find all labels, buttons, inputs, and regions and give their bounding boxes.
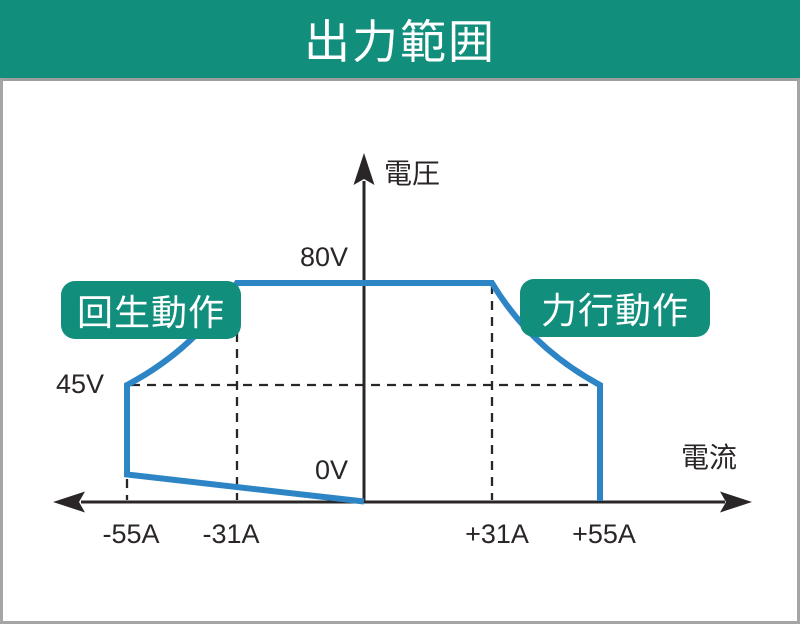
regenerative-operation-badge: 回生動作	[61, 281, 241, 339]
tick-label-minus55a: -55A	[102, 519, 160, 549]
tick-label-0v: 0V	[314, 455, 348, 485]
y-axis-arrowhead-icon	[353, 153, 375, 185]
powering-operation-badge: 力行動作	[520, 279, 710, 337]
powering-operation-label: 力行動作	[540, 290, 689, 331]
tick-label-45v: 45V	[56, 369, 105, 399]
tick-label-80v: 80V	[299, 242, 348, 272]
title-bar: 出力範囲	[0, 0, 800, 78]
regenerative-operation-label: 回生動作	[76, 292, 225, 333]
tick-label-plus55a: +55A	[572, 519, 636, 549]
x-axis-right-arrowhead-icon	[720, 491, 752, 513]
tick-label-minus31a: -31A	[202, 519, 260, 549]
tick-label-plus31a: +31A	[465, 519, 529, 549]
page-title: 出力範囲	[304, 16, 496, 68]
y-axis-title: 電圧	[384, 158, 441, 189]
x-axis-title: 電流	[681, 442, 738, 473]
x-axis-left-arrowhead-icon	[53, 491, 85, 513]
